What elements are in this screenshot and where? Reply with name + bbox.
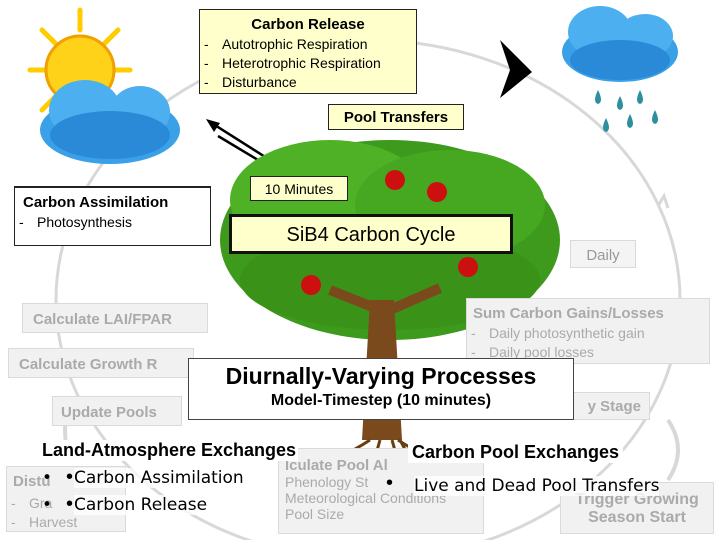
update-pools-box: Update Pools [52, 396, 182, 426]
diurnal-subtitle: Model-Timestep (10 minutes) [270, 392, 492, 409]
diurnal-title: Diurnally-Varying Processes [225, 363, 537, 389]
carbon-release-list: Autotrophic Respiration Heterotrophic Re… [200, 35, 416, 92]
center-title-box: SiB4 Carbon Cycle [229, 214, 513, 254]
stage-box: y Stage [560, 392, 650, 420]
sum-carbon-list: Daily photosynthetic gain Daily pool los… [467, 324, 709, 362]
carbon-pool-section: Carbon Pool Exchanges [408, 442, 708, 463]
land-atmosphere-title: Land-Atmosphere Exchanges [40, 440, 299, 461]
land-atmosphere-list: Carbon Assimilation Carbon Release [40, 465, 340, 519]
list-item: Heterotrophic Respiration [200, 54, 416, 73]
bottom-right-faint-arrow-icon [666, 418, 680, 482]
daily-box: Daily [570, 240, 636, 268]
stage-label: y Stage [587, 398, 641, 415]
list-item: Autotrophic Respiration [200, 35, 416, 54]
list-item: Carbon Release [40, 492, 340, 519]
land-atmosphere-section: Land-Atmosphere Exchanges Carbon Assimil… [40, 440, 340, 519]
apple-icon [301, 170, 478, 295]
carbon-pool-item: Live and Dead Pool Transfers [414, 476, 660, 496]
right-faint-arrow-icon [656, 192, 670, 209]
land-atmosphere-bullet: • [66, 466, 74, 488]
ten-minutes-box: 10 Minutes [250, 176, 348, 201]
carbon-pool-title: Carbon Pool Exchanges [408, 442, 624, 463]
cloud-icon [40, 80, 180, 164]
rain-cloud-icon [562, 6, 678, 132]
ten-minutes-label: 10 Minutes [264, 181, 334, 197]
pool-transfers-title: Pool Transfers [343, 109, 449, 126]
trigger-line2: Season Start [588, 509, 686, 526]
list-item: Photosynthesis [15, 214, 210, 230]
land-atmosphere-bullet: • [66, 493, 74, 515]
pool-transfers-box: Pool Transfers [328, 104, 464, 130]
calc-growth-box: Calculate Growth R [8, 348, 194, 378]
calc-lai-box: Calculate LAI/FPAR [22, 303, 208, 333]
list-item: Disturbance [200, 73, 416, 92]
carbon-assimilation-box: Carbon Assimilation Photosynthesis [14, 186, 211, 246]
list-item-text: Carbon Assimilation [74, 468, 244, 488]
calc-lai-label: Calculate LAI/FPAR [33, 311, 172, 328]
list-item-text: Carbon Release [74, 495, 208, 515]
daily-label: Daily [586, 247, 620, 264]
center-title: SiB4 Carbon Cycle [286, 224, 456, 246]
cycle-arrow-icon [500, 40, 532, 98]
carbon-assimilation-list: Photosynthesis [15, 214, 210, 230]
carbon-release-title: Carbon Release [251, 16, 365, 33]
list-item: Daily pool losses [467, 343, 709, 362]
list-item: Carbon Assimilation [40, 465, 340, 492]
sum-carbon-title: Sum Carbon Gains/Losses [473, 305, 664, 322]
carbon-release-box: Carbon Release Autotrophic Respiration H… [199, 9, 417, 94]
diurnal-box: Diurnally-Varying Processes Model-Timest… [188, 358, 574, 420]
carbon-assimilation-title: Carbon Assimilation [23, 194, 169, 211]
carbon-pool-bullet: • [386, 472, 394, 494]
calc-growth-label: Calculate Growth R [19, 356, 158, 373]
list-item: Daily photosynthetic gain [467, 324, 709, 343]
update-pools-label: Update Pools [61, 404, 157, 421]
sum-carbon-box: Sum Carbon Gains/Losses Daily photosynth… [466, 298, 710, 364]
